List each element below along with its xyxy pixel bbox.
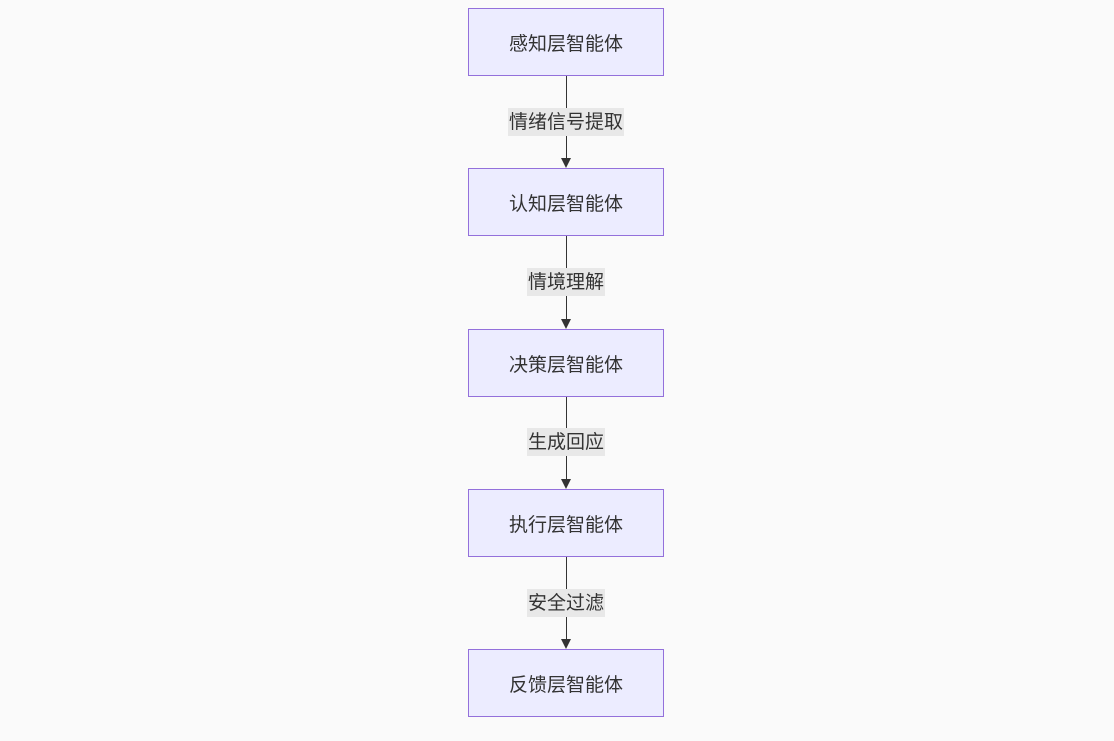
node-decision-agent[interactable]: 决策层智能体 — [468, 329, 664, 397]
node-cognition-agent[interactable]: 认知层智能体 — [468, 168, 664, 236]
node-execution-agent[interactable]: 执行层智能体 — [468, 489, 664, 557]
arrowhead-1 — [561, 158, 571, 168]
arrowhead-4 — [561, 639, 571, 649]
arrowhead-2 — [561, 319, 571, 329]
edge-label-emotion-signal-extraction: 情绪信号提取 — [507, 108, 625, 136]
edge-label-context-understanding: 情境理解 — [526, 268, 606, 296]
edge-label-safety-filter: 安全过滤 — [526, 589, 606, 617]
node-perception-agent[interactable]: 感知层智能体 — [468, 8, 664, 76]
arrowhead-3 — [561, 479, 571, 489]
node-feedback-agent[interactable]: 反馈层智能体 — [468, 649, 664, 717]
edge-label-generate-response: 生成回应 — [526, 428, 606, 456]
